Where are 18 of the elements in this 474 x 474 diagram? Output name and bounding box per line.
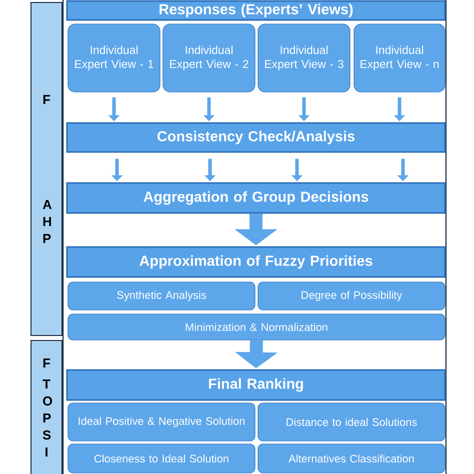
side-band: F T O P S I — [30, 340, 62, 474]
stage-band: Aggregation of Group Decisions — [66, 182, 446, 214]
expert-view-box: Individual Expert View - 2 — [162, 24, 256, 92]
step-box: Ideal Positive & Negative Solution — [68, 402, 256, 442]
stage-band: Responses (Experts’ Views) — [66, 0, 446, 21]
step-box: Synthetic Analysis — [68, 282, 256, 310]
step-box: Degree of Possibility — [258, 282, 446, 310]
expert-view-box: Individual Expert View - n — [354, 24, 446, 92]
expert-view-box: Individual Expert View - 3 — [258, 24, 350, 92]
stage-band: Final Ranking — [66, 369, 446, 401]
step-box: Alternatives Classification — [258, 444, 446, 474]
expert-view-box: Individual Expert View - 1 — [68, 24, 160, 92]
step-box: Distance to ideal Solutions — [258, 402, 446, 442]
step-box: Minimization & Normalization — [68, 314, 446, 340]
step-box: Closeness to Ideal Solution — [68, 444, 256, 474]
side-band: F A H P — [30, 2, 62, 336]
stage-band: Consistency Check/Analysis — [66, 122, 446, 153]
stage-band: Approximation of Fuzzy Priorities — [66, 246, 446, 278]
